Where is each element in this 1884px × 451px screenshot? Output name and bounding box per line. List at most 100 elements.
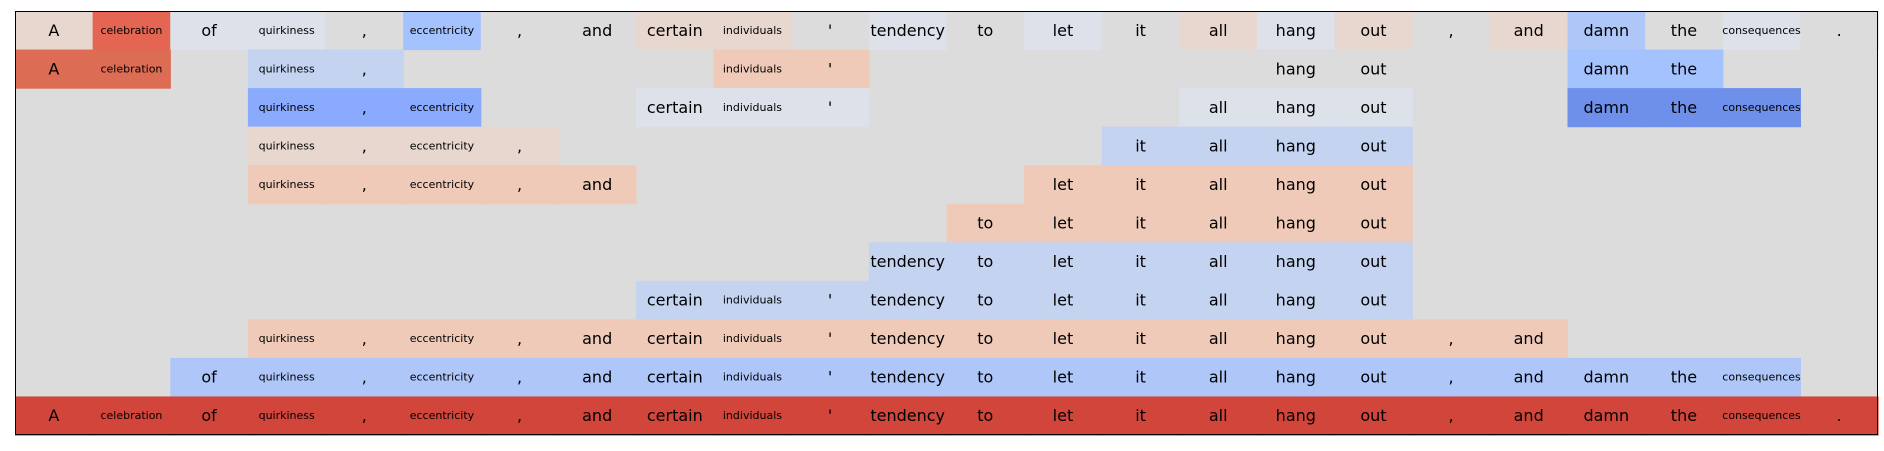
token-label: and	[582, 368, 612, 387]
token-label: hang	[1276, 175, 1316, 194]
token-label: it	[1135, 136, 1146, 155]
token-label: it	[1135, 291, 1146, 310]
heatmap-cell	[636, 280, 715, 320]
token-label: hang	[1276, 368, 1316, 387]
token-label: it	[1135, 21, 1146, 40]
heatmap-cell	[946, 396, 1025, 436]
heatmap-cell	[791, 88, 870, 128]
heatmap-cell	[1257, 49, 1336, 89]
heatmap-cell	[325, 11, 404, 51]
heatmap-cell	[1024, 165, 1103, 205]
heatmap-cell	[1567, 88, 1646, 128]
token-label: ,	[362, 98, 367, 117]
heatmap-cell	[247, 396, 327, 436]
token-label: quirkiness	[259, 178, 315, 191]
heatmap-cell	[325, 357, 404, 398]
token-label: ,	[1449, 21, 1454, 40]
token-label: ,	[1449, 329, 1454, 348]
heatmap-cell	[1334, 49, 1413, 89]
token-label: out	[1360, 252, 1386, 271]
token-label: all	[1209, 329, 1228, 348]
heatmap-cell	[1179, 396, 1258, 436]
token-label: quirkiness	[259, 371, 315, 384]
heatmap-cell	[713, 396, 792, 436]
token-label: certain	[647, 329, 703, 348]
token-label: ,	[1449, 406, 1454, 425]
heatmap-cell	[1334, 203, 1413, 243]
heatmap-cell	[1257, 242, 1336, 282]
token-label: all	[1209, 175, 1228, 194]
heatmap-cell	[1334, 11, 1413, 51]
token-label: it	[1135, 214, 1146, 233]
token-label: tendency	[870, 406, 945, 425]
token-label: of	[201, 21, 217, 40]
heatmap-cell	[868, 11, 948, 51]
token-label: of	[201, 406, 217, 425]
heatmap-cell	[1179, 203, 1258, 243]
token-label: all	[1209, 252, 1228, 271]
heatmap-cell	[713, 88, 792, 128]
token-label: it	[1135, 406, 1146, 425]
token-label: certain	[647, 98, 703, 117]
token-label: ,	[362, 21, 367, 40]
heatmap-cell	[946, 280, 1025, 320]
heatmap-cell	[791, 396, 870, 436]
heatmap-cell	[1024, 357, 1103, 398]
heatmap-cell	[1334, 396, 1413, 436]
heatmap-cell	[1489, 319, 1569, 359]
token-label: quirkiness	[259, 24, 315, 37]
token-label: '	[828, 329, 832, 348]
heatmap-cell	[1257, 11, 1336, 51]
heatmap-cell	[480, 165, 559, 205]
heatmap-cell	[1101, 11, 1180, 51]
heatmap-cell	[1412, 396, 1491, 436]
token-label: ,	[362, 406, 367, 425]
heatmap-cell	[1412, 11, 1491, 51]
heatmap-cell	[1101, 242, 1180, 282]
heatmap-cell	[1179, 242, 1258, 282]
heatmap-cell	[868, 242, 948, 282]
heatmap-cell	[480, 357, 559, 398]
heatmap-cell	[868, 357, 948, 398]
token-label: out	[1360, 59, 1386, 78]
token-label: certain	[647, 406, 703, 425]
heatmap-cell	[1101, 126, 1180, 166]
heatmap-cell	[713, 11, 792, 51]
heatmap-cell	[791, 11, 870, 51]
token-label: '	[828, 406, 832, 425]
token-label: all	[1209, 291, 1228, 310]
token-label: the	[1671, 368, 1697, 387]
heatmap-cell	[713, 280, 792, 320]
heatmap-cell	[403, 126, 482, 166]
token-label: let	[1053, 329, 1074, 348]
heatmap-cell	[1257, 280, 1336, 320]
heatmap-cell	[1024, 203, 1103, 243]
heatmap-cell	[713, 357, 792, 398]
token-label: hang	[1276, 252, 1316, 271]
token-label: let	[1053, 21, 1074, 40]
token-label: hang	[1276, 329, 1316, 348]
token-label: it	[1135, 329, 1146, 348]
token-label: the	[1671, 98, 1697, 117]
token-label: ,	[362, 329, 367, 348]
token-label: individuals	[723, 62, 782, 75]
token-label: to	[977, 252, 993, 271]
token-label: '	[828, 21, 832, 40]
heatmap-cell	[403, 396, 482, 436]
heatmap-cell	[403, 357, 482, 398]
token-label: consequences	[1722, 409, 1801, 422]
token-label: eccentricity	[410, 332, 475, 345]
token-label: out	[1360, 406, 1386, 425]
token-label: hang	[1276, 136, 1316, 155]
heatmap-cell	[403, 319, 482, 359]
heatmap-cell	[636, 11, 715, 51]
heatmap-cell	[92, 396, 171, 436]
heatmap-cell	[1101, 319, 1180, 359]
token-label: tendency	[870, 329, 945, 348]
heatmap-cell	[1334, 165, 1413, 205]
heatmap-cell	[1645, 396, 1724, 436]
token-label: individuals	[723, 294, 782, 307]
heatmap-cell	[1101, 203, 1180, 243]
token-label: ,	[517, 368, 522, 387]
